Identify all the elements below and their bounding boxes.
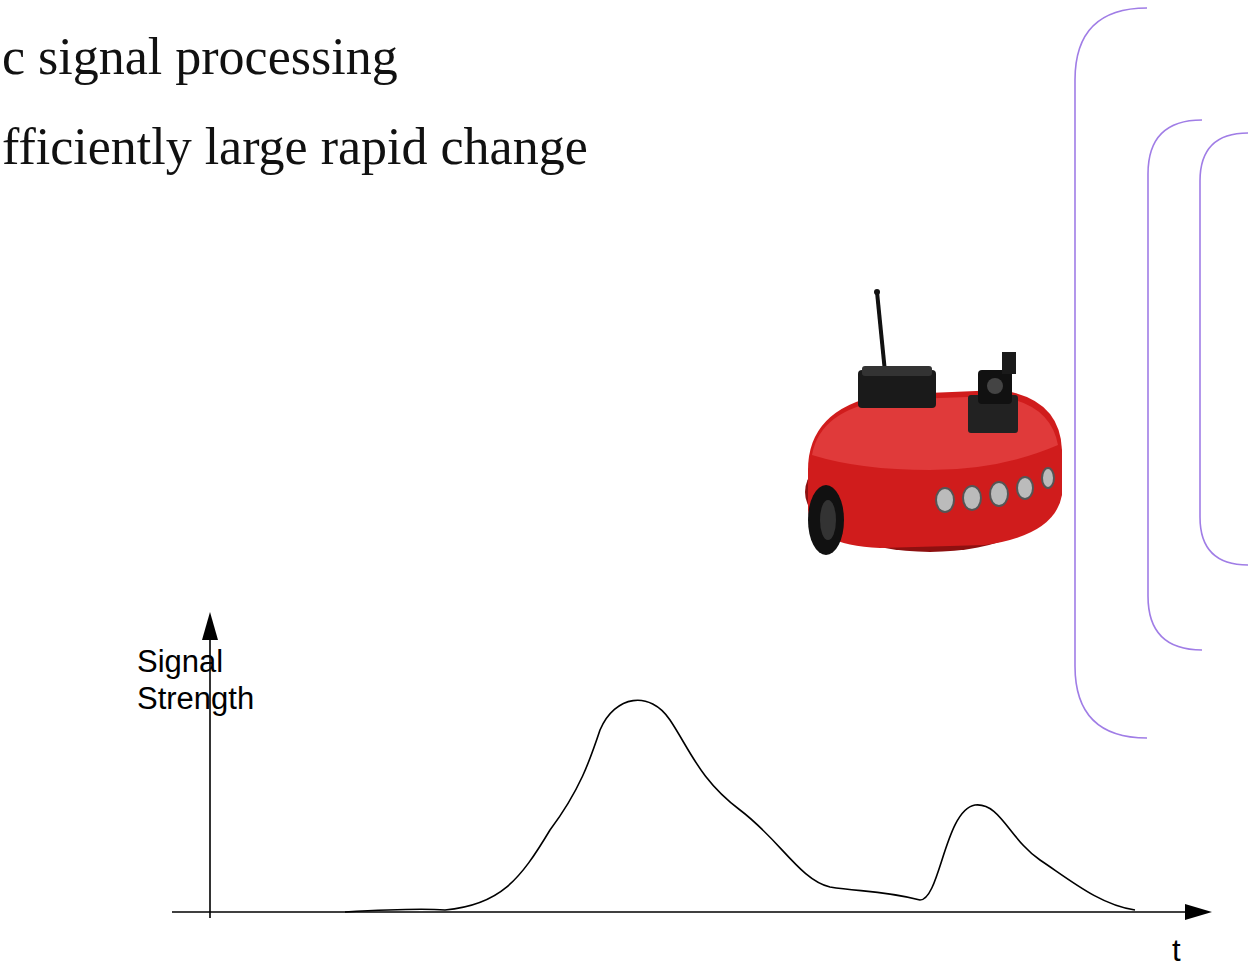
wave-fronts <box>1075 8 1248 738</box>
graph <box>172 612 1212 920</box>
axis-label: t <box>1172 932 1181 969</box>
slide-text: fficiently large rapid change <box>2 118 588 175</box>
slide-text: c signal processing <box>2 28 398 85</box>
robot <box>805 289 1062 555</box>
axis-label: Signal Strength <box>137 643 277 717</box>
